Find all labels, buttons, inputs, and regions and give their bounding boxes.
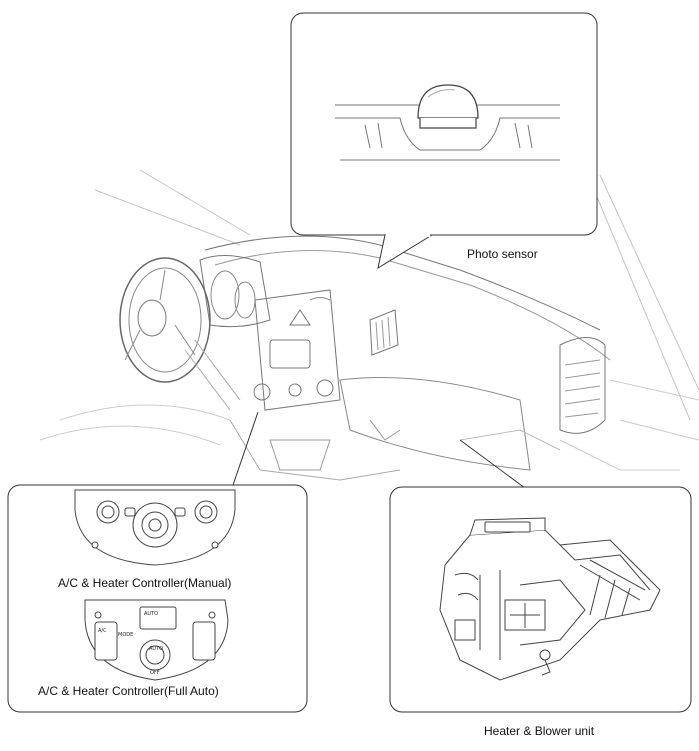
panel-mode-text: MODE	[118, 632, 133, 638]
controller-manual-label: A/C & Heater Controller(Manual)	[58, 576, 232, 590]
knob-auto-text: AUTO	[149, 646, 163, 652]
knob-off-text: OFF	[150, 670, 160, 676]
heater-callout	[389, 439, 692, 713]
controller-auto-label: A/C & Heater Controller(Full Auto)	[38, 684, 219, 698]
panel-auto-text: AUTO	[144, 611, 158, 617]
heater-blower-unit	[439, 517, 661, 681]
photo-sensor-label: Photo sensor	[467, 247, 538, 261]
manual-controller	[74, 489, 236, 566]
steering-wheel	[119, 257, 211, 383]
controller-callout: AUTO A/C MODE AUTO OFF	[7, 411, 308, 713]
panel-ac-text: A/C	[98, 628, 107, 634]
heater-blower-label: Heater & Blower unit	[484, 724, 595, 738]
dashboard-illustration	[39, 169, 699, 481]
auto-controller	[84, 599, 229, 681]
photo-sensor-callout	[290, 12, 598, 270]
